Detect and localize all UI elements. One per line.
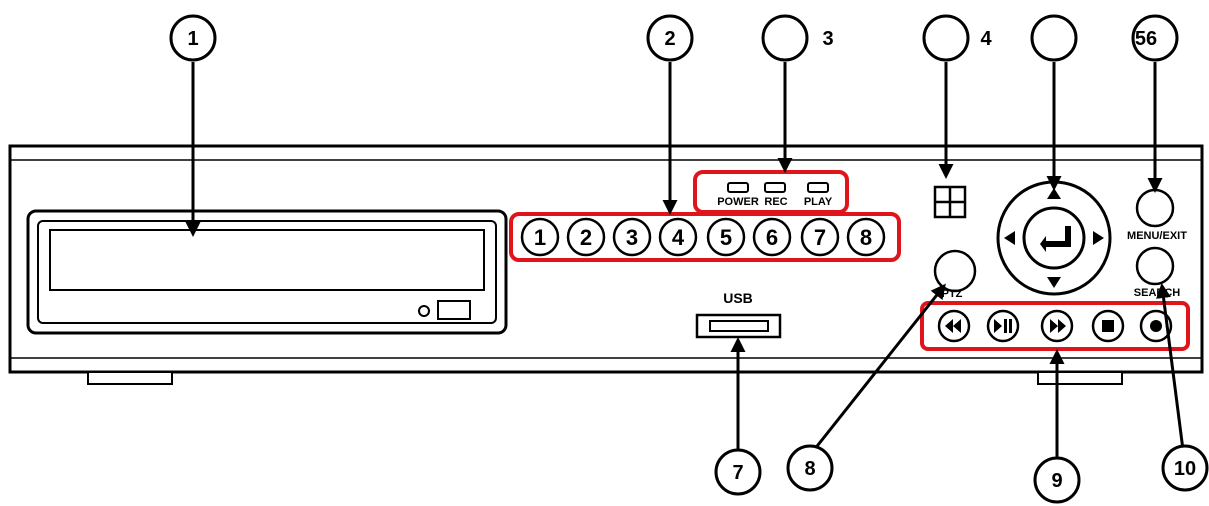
right-arrow-icon[interactable]: [1093, 231, 1104, 245]
rewind-icon: [945, 319, 961, 333]
callout-2: 2: [646, 14, 694, 62]
playback-controls: [937, 309, 1173, 343]
ptz-button[interactable]: [933, 249, 977, 293]
leader-10: [1156, 283, 1185, 451]
tray-led: [418, 305, 430, 317]
callout-10: 10: [1161, 444, 1209, 492]
search-label: SEARCH: [1134, 287, 1181, 299]
channel-button-6-label: 6: [766, 225, 778, 250]
rewind-button[interactable]: [937, 309, 971, 343]
foot-left: [87, 371, 173, 385]
enter-icon: [1044, 226, 1071, 247]
channel-button-4-label: 4: [672, 225, 685, 250]
callout-7-label: 7: [732, 462, 743, 484]
eject-button[interactable]: [437, 300, 471, 320]
callout-4-label: 4: [980, 28, 992, 50]
channel-button-8-label: 8: [860, 225, 872, 250]
channel-button-8[interactable]: 8: [846, 217, 886, 257]
callout-9-label: 9: [1051, 470, 1062, 492]
ptz-label: PTZ: [942, 288, 963, 300]
callout-10-label: 10: [1174, 458, 1196, 480]
search-button[interactable]: [1135, 246, 1175, 286]
callout-7: 7: [714, 448, 762, 496]
channel-button-3-label: 3: [626, 225, 638, 250]
callout-3: 3: [761, 14, 834, 62]
callout-9: 9: [1033, 456, 1081, 504]
channel-button-4[interactable]: 4: [658, 217, 698, 257]
left-arrow-icon[interactable]: [1004, 231, 1015, 245]
channel-button-5-label: 5: [720, 225, 732, 250]
menu-exit-button[interactable]: [1135, 188, 1175, 228]
usb-port[interactable]: [695, 313, 782, 339]
multiscreen-button[interactable]: [933, 185, 967, 219]
channel-button-2-label: 2: [580, 225, 592, 250]
play-pause-button[interactable]: [986, 309, 1020, 343]
channel-button-7[interactable]: 7: [800, 217, 840, 257]
power-led-label: POWER: [717, 196, 759, 208]
usb-label: USB: [723, 290, 753, 306]
rec-led: [764, 182, 786, 193]
stop-icon: [1102, 320, 1114, 332]
callout-8-label: 8: [804, 458, 815, 480]
channel-button-2[interactable]: 2: [566, 217, 606, 257]
record-icon: [1150, 320, 1162, 332]
callout-1-label: 1: [187, 28, 198, 50]
leader-8: [812, 283, 946, 451]
callout-4: 4: [922, 14, 992, 62]
channel-button-1-label: 1: [534, 225, 546, 250]
foot-right: [1037, 371, 1123, 385]
power-led: [727, 182, 749, 193]
callout-leader-lines: [185, 62, 1185, 460]
channel-buttons-highlight: [509, 212, 901, 262]
channel-button-3[interactable]: 3: [612, 217, 652, 257]
stop-button[interactable]: [1091, 309, 1125, 343]
channel-button-1[interactable]: 1: [520, 217, 560, 257]
play-led-label: PLAY: [804, 196, 833, 208]
callout-2-label: 2: [664, 28, 675, 50]
play-led: [807, 182, 829, 193]
callout-6: 56: [1131, 14, 1179, 62]
channel-button-7-label: 7: [814, 225, 826, 250]
callout-1: 1: [169, 14, 217, 62]
enter-arrow-icon: [1040, 236, 1046, 252]
fast-forward-icon: [1050, 319, 1066, 333]
callout-5: [1030, 14, 1078, 62]
down-arrow-icon[interactable]: [1047, 277, 1061, 288]
enter-button[interactable]: [1022, 206, 1086, 270]
led-indicators: POWER REC PLAY: [717, 182, 833, 208]
play-pause-icon: [994, 319, 1002, 333]
dvd-drive-tray[interactable]: [26, 209, 508, 335]
channel-button-5[interactable]: 5: [706, 217, 746, 257]
menu-exit-label: MENU/EXIT: [1127, 230, 1187, 242]
callout-3-label: 3: [822, 28, 833, 50]
direction-pad[interactable]: [996, 180, 1112, 296]
record-button[interactable]: [1139, 309, 1173, 343]
callout-8: 8: [786, 444, 834, 492]
callout-6-label: 56: [1135, 28, 1157, 50]
channel-buttons: 1 2 3 4 5 6 7 8: [520, 217, 886, 257]
fast-forward-button[interactable]: [1040, 309, 1074, 343]
channel-button-6[interactable]: 6: [752, 217, 792, 257]
rec-led-label: REC: [764, 196, 787, 208]
up-arrow-icon[interactable]: [1047, 188, 1061, 199]
